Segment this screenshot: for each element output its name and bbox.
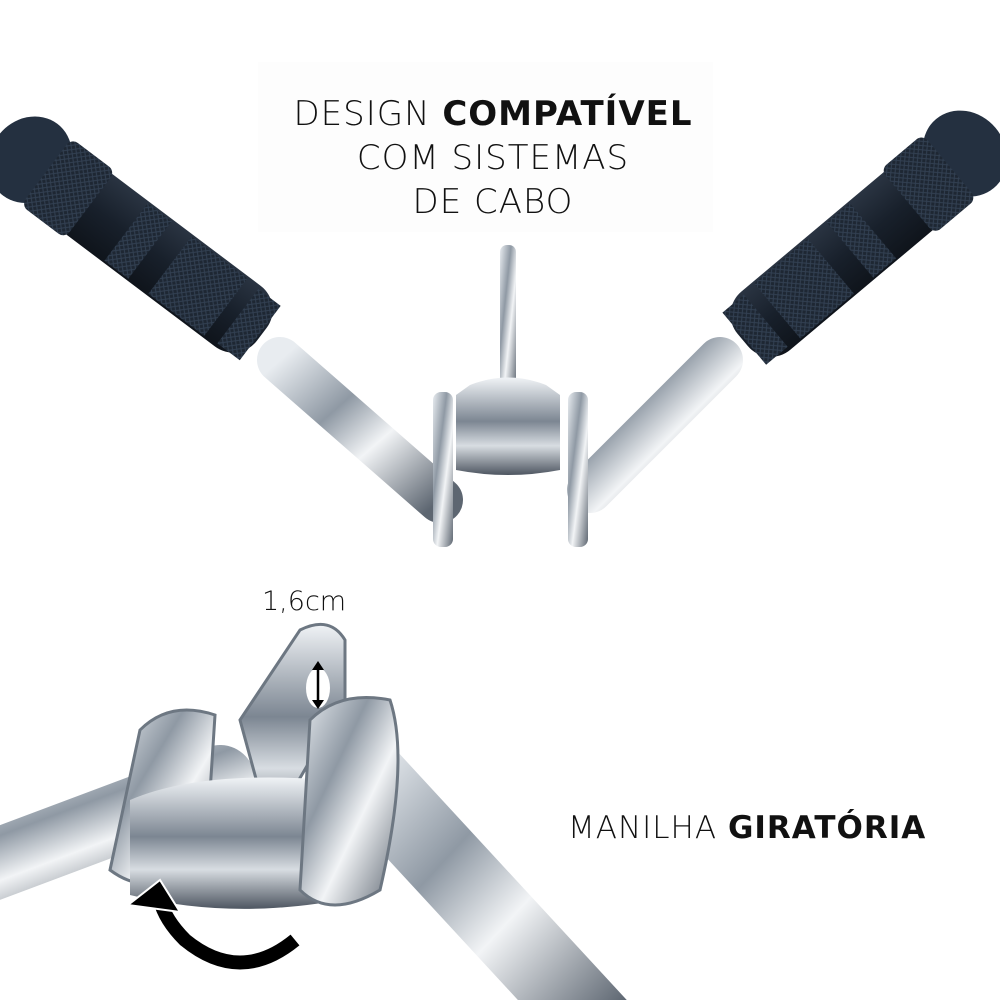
caption-bold: GIRATÓRIA — [727, 810, 927, 846]
headline-line-1: DESIGN COMPATÍVEL — [258, 92, 728, 136]
left-handle — [0, 116, 463, 523]
headline-bold: COMPATÍVEL — [442, 94, 693, 134]
rotate-arrow-icon — [125, 878, 300, 970]
double-arrow-icon — [312, 661, 324, 709]
measurement-label: 1,6cm — [262, 586, 347, 617]
caption-regular: MANILHA — [568, 810, 728, 846]
caption: MANILHA GIRATÓRIA — [568, 810, 926, 846]
headline: DESIGN COMPATÍVEL COM SISTEMAS DE CABO — [258, 92, 728, 224]
headline-line-3: DE CABO — [412, 182, 574, 222]
headline-regular: DESIGN — [293, 94, 443, 134]
text-panel-background — [258, 62, 713, 232]
swivel-closeup — [0, 622, 627, 1000]
swivel-center — [433, 245, 588, 547]
headline-line-2: COM SISTEMAS — [356, 138, 630, 178]
right-handle — [567, 110, 1000, 513]
